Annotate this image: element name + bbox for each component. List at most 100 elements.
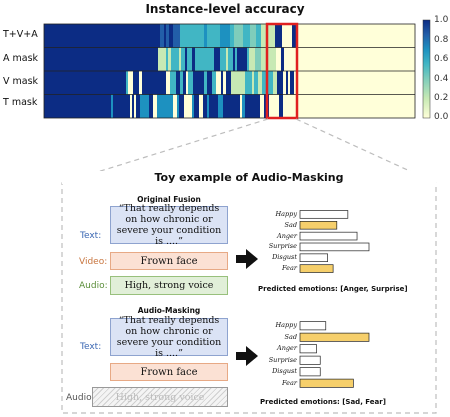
heatmap-cell — [292, 94, 298, 118]
heatmap-cell — [125, 94, 128, 118]
heatmap-cell — [335, 94, 338, 118]
heatmap-cell — [151, 94, 154, 118]
heatmap-cell — [160, 24, 165, 48]
heatmap-cell — [74, 47, 78, 71]
heatmap-cell — [401, 24, 404, 48]
text-input-box: “That really depends on how chronic or s… — [110, 315, 228, 359]
heatmap-cell — [376, 71, 381, 95]
audio-input-box: High, strong voice — [110, 276, 228, 295]
heatmap-cell — [199, 94, 204, 118]
heatmap-cell — [89, 94, 95, 118]
heatmap-cell — [151, 47, 156, 71]
heatmap-cell — [237, 47, 243, 71]
heatmap-cell — [150, 71, 153, 95]
heatmap-cell — [64, 24, 70, 48]
heatmap-cell — [88, 24, 91, 48]
heatmap-cell — [65, 47, 71, 71]
heatmap-cell — [176, 71, 181, 95]
heatmap-cell — [290, 47, 296, 71]
heatmap-cell — [310, 24, 313, 48]
heatmap-cell — [348, 94, 354, 118]
heatmap-cell — [245, 94, 248, 118]
heatmap-cell — [230, 47, 234, 71]
highlight-box — [265, 22, 299, 120]
heatmap-cell — [186, 94, 191, 118]
heatmap-cell — [302, 71, 305, 95]
heatmap-cell — [231, 71, 235, 95]
heatmap-cell — [318, 24, 321, 48]
heatmap-cell — [117, 71, 120, 95]
heatmap-cell — [266, 47, 272, 71]
heatmap-cell — [363, 94, 369, 118]
heatmap-cell — [362, 71, 368, 95]
heatmap-cell — [127, 24, 133, 48]
heatmap-cell — [304, 71, 309, 95]
heatmap-cell — [333, 24, 336, 48]
heatmap-cell — [114, 47, 120, 71]
heatmap-cell — [165, 94, 171, 118]
heatmap-cell — [210, 24, 214, 48]
heatmap-cell — [242, 94, 246, 118]
heatmap-cell — [51, 24, 54, 48]
heatmap-cell — [99, 24, 102, 48]
heatmap-cell — [236, 94, 241, 118]
heatmap-cell — [99, 94, 104, 118]
heatmap-cell — [47, 47, 52, 71]
heatmap-cell — [340, 94, 345, 118]
heatmap-cell — [274, 47, 277, 71]
heatmap-cell — [108, 71, 113, 95]
heatmap-cell — [353, 94, 358, 118]
heatmap-cell — [140, 94, 145, 118]
heatmap-cell — [279, 94, 284, 118]
heatmap-cell — [271, 94, 275, 118]
heatmap-cell — [290, 71, 295, 95]
heatmap-cell — [158, 24, 161, 48]
heatmap-cell — [392, 47, 395, 71]
heatmap-cell — [76, 24, 80, 48]
heatmap-cell — [333, 71, 338, 95]
heatmap-cell — [374, 71, 377, 95]
heatmap-cell — [221, 71, 224, 95]
heatmap-cell — [118, 94, 121, 118]
heatmap-cell — [72, 94, 78, 118]
heatmap-cell — [247, 24, 251, 48]
heatmap-cell — [77, 47, 83, 71]
heatmap-cell — [112, 71, 118, 95]
colorbar-tick-0-8: 0.8 — [434, 35, 449, 45]
heatmap-cell — [335, 24, 338, 48]
emotion-bar — [299, 321, 327, 331]
heatmap-cell — [60, 47, 64, 71]
colorbar-tick-0-4: 0.4 — [434, 74, 449, 84]
heatmap-cell — [94, 47, 100, 71]
heatmap-cell — [135, 71, 138, 95]
heatmap-cell — [336, 47, 340, 71]
emotion-label: Surprise — [268, 242, 297, 251]
heatmap-cell — [379, 47, 382, 71]
heatmap-cell — [84, 94, 90, 118]
heatmap-cell — [195, 47, 199, 71]
heatmap-cell — [331, 47, 337, 71]
emotion-bar-chart-original — [299, 210, 370, 273]
heatmap-cell — [368, 94, 373, 118]
heatmap-cell — [44, 24, 48, 48]
heatmap-cell — [139, 71, 143, 95]
heatmap-cell — [286, 24, 291, 48]
heatmap-cell — [366, 24, 371, 48]
heatmap-cell — [280, 24, 283, 48]
heatmap-cell — [54, 94, 60, 118]
emotion-label: Fear — [282, 264, 297, 273]
heatmap-cell — [53, 24, 56, 48]
heatmap-title: Instance-level accuracy — [145, 2, 305, 16]
heatmap-cell — [252, 24, 257, 48]
heatmap-cell — [318, 47, 324, 71]
toy-example-title: Toy example of Audio-Masking — [62, 171, 436, 184]
heatmap-cell — [171, 47, 174, 71]
heatmap-cell — [228, 94, 232, 118]
heatmap-cell — [126, 71, 129, 95]
heatmap-cell — [281, 47, 285, 71]
heatmap-cell — [177, 94, 180, 118]
heatmap-cell — [147, 94, 150, 118]
heatmap-cell — [207, 24, 211, 48]
heatmap-cell — [90, 24, 94, 48]
heatmap-cell — [351, 47, 354, 71]
